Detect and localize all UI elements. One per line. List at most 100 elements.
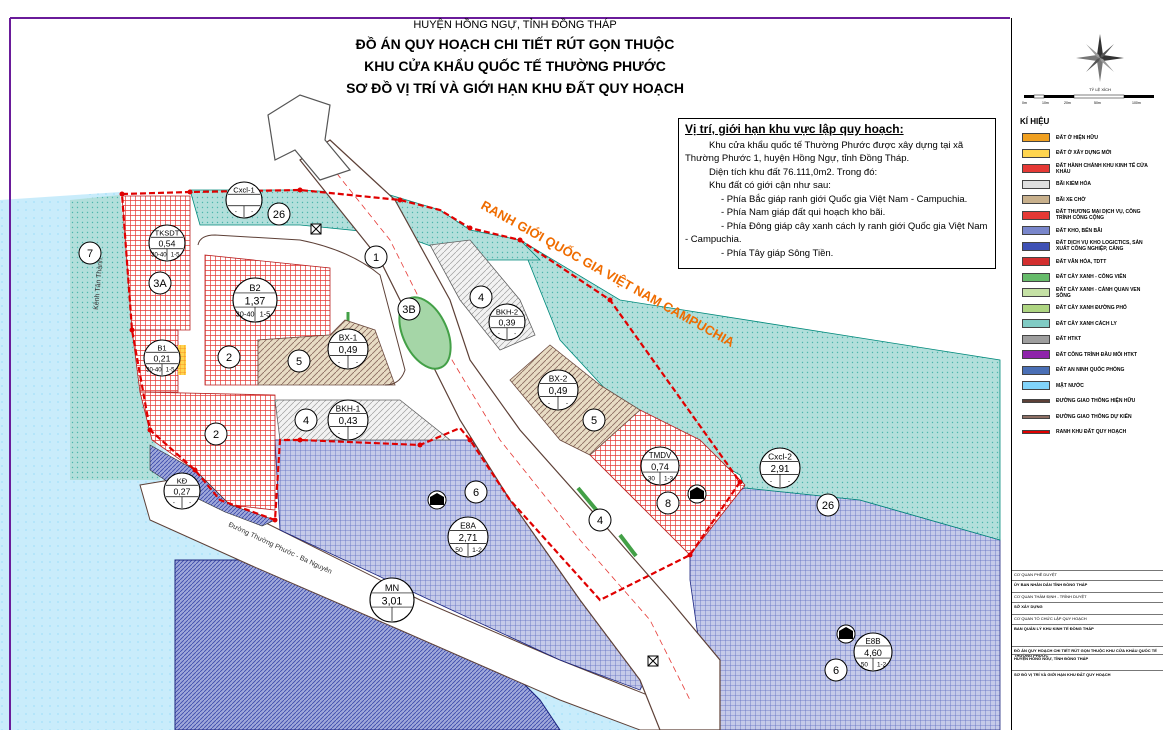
parcel-density: 50	[455, 547, 463, 554]
legend-swatch	[1022, 148, 1050, 158]
title-block-row: BAN QUẢN LÝ KHU KINH TẾ ĐỒNG THÁP	[1012, 624, 1163, 631]
parcel-code: TMDV	[649, 451, 672, 460]
parcel-density: 30-40	[146, 368, 162, 374]
zone-number-label: 5	[287, 349, 311, 373]
parcel-density: -	[548, 400, 550, 407]
title-block-text: BAN QUẢN LÝ KHU KINH TẾ ĐỒNG THÁP	[1014, 626, 1094, 631]
scale-bar	[1024, 94, 1154, 99]
parcel-code: BKH-1	[336, 404, 361, 414]
zone-number: 6	[833, 665, 839, 677]
legend-swatch	[1022, 414, 1050, 419]
legend-item: ĐẤT Ở XÂY DỰNG MỚI	[1022, 147, 1156, 160]
parcel-code: BKH-2	[496, 307, 518, 316]
legend-swatch	[1022, 381, 1050, 390]
legend-item: BÃI KIỂM HÓA	[1022, 178, 1156, 191]
planning-boundary	[120, 188, 742, 602]
zone-number: 4	[478, 292, 484, 304]
legend-swatch	[1022, 272, 1050, 282]
title-block-row: HUYỆN HỒNG NGỰ, TỈNH ĐỒNG THÁP	[1012, 654, 1163, 661]
legend-label: BÃI KIỂM HÓA	[1056, 181, 1091, 187]
legend-swatch	[1022, 241, 1050, 251]
parcel-density: -	[498, 332, 500, 338]
zone-number: 2	[213, 429, 219, 441]
legend-swatch	[1022, 226, 1050, 235]
parcel-kd-area	[149, 444, 276, 527]
zone-number: 26	[273, 209, 285, 221]
legend-swatch	[1022, 195, 1050, 204]
parcel-code: BX-1	[339, 333, 358, 343]
riverside-green-strip	[70, 195, 160, 480]
warehouse-icon	[836, 624, 856, 644]
legend-item: ĐƯỜNG GIAO THÔNG DỰ KIẾN	[1022, 410, 1156, 423]
legend-swatch	[1022, 257, 1050, 266]
info-line: Khu cửa khẩu quốc tế Thường Phước được x…	[685, 139, 964, 165]
info-line: - Phía Tây giáp Sông Tiền.	[721, 247, 834, 259]
parcel-label-kđ: KĐ0,27--	[163, 472, 201, 510]
legend-label: ĐẤT Ở XÂY DỰNG MỚI	[1056, 150, 1112, 156]
legend-item: ĐẤT HÀNH CHÁNH KHU KINH TẾ CỬA KHẨU	[1022, 162, 1156, 175]
zone-number: 4	[303, 415, 309, 427]
parcel-tksdt-area	[121, 195, 191, 331]
legend-item: ĐẤT CÂY XANH ĐƯỜNG PHỐ	[1022, 302, 1156, 315]
parcel-area: 2,71	[459, 533, 478, 544]
parcel-floors: -	[356, 430, 358, 437]
road-centerline	[317, 149, 691, 701]
legend-label: ĐẤT CÂY XANH - CẢNH QUAN VEN SÔNG	[1056, 286, 1141, 299]
zone-number-label: 7	[78, 241, 102, 265]
legend-item: ĐẤT Ở HIỆN HỮU	[1022, 131, 1156, 144]
title-block-row: ỦY BAN NHÂN DÂN TỈNH ĐỒNG THÁP	[1012, 580, 1163, 587]
parcel-label-mn: MN3,01	[369, 577, 415, 623]
legend-label: RANH KHU ĐẤT QUY HOẠCH	[1056, 429, 1127, 435]
boundary-vertices	[119, 187, 743, 558]
parcel-density: -	[338, 430, 340, 437]
legend-label: ĐẤT VĂN HÓA, TDTT	[1056, 258, 1107, 265]
parcel-floors: 1-3	[664, 475, 674, 482]
zone-number: 7	[87, 248, 93, 260]
parcel-area: 1,37	[245, 295, 266, 307]
legend-item: MẶT NƯỚC	[1022, 379, 1156, 392]
zone-number-label: 1	[364, 245, 388, 269]
zone-number-label: 3A	[148, 271, 172, 295]
parcel-area: 0,27	[174, 487, 191, 497]
parcel-code: B1	[157, 343, 166, 352]
legend-swatch	[1022, 288, 1050, 297]
zone-number-label: 4	[588, 508, 612, 532]
parcel-b1-yellow-strip	[178, 345, 186, 375]
parcel-density: 30-40	[236, 310, 255, 319]
zone-number-label: 2	[217, 345, 241, 369]
title-block-text: SƠ ĐỒ VỊ TRÍ VÀ GIỚI HẠN KHU ĐẤT QUY HOẠ…	[1014, 672, 1111, 677]
entry-arrow	[267, 94, 352, 181]
zone-number: 5	[296, 356, 302, 368]
river-area	[0, 192, 640, 730]
parcel-density: -	[235, 210, 237, 216]
legend-swatch	[1022, 319, 1050, 328]
zone-number-label: 4	[294, 408, 318, 432]
zone-number: 3A	[153, 278, 167, 290]
parcel-area: 0,39	[499, 318, 516, 328]
scale-tick: 0m	[1022, 101, 1027, 105]
info-line: - Phía Bắc giáp ranh giới Quốc gia Việt …	[721, 193, 968, 205]
legend-swatch	[1022, 430, 1050, 434]
title-block-text: HUYỆN HỒNG NGỰ, TỈNH ĐỒNG THÁP	[1014, 656, 1089, 661]
zone-number-label: 26	[267, 202, 291, 226]
title-block-text: SỞ XÂY DỰNG	[1014, 604, 1043, 609]
zone-number: 2	[226, 352, 232, 364]
legend-item: ĐẤT AN NINH QUỐC PHÒNG	[1022, 364, 1156, 377]
legend-label: ĐẤT CÔNG TRÌNH ĐẦU MỐI HTKT	[1056, 351, 1138, 358]
parcel-floors: -	[514, 332, 516, 338]
legend-swatch	[1022, 399, 1050, 403]
zone-number: 4	[597, 515, 603, 527]
legend-item: ĐẤT VĂN HÓA, TDTT	[1022, 255, 1156, 268]
legend-swatch	[1022, 303, 1050, 313]
scale-label: TỶ LỆ XÍCH	[1089, 87, 1111, 92]
legend-label: ĐẤT HTKT	[1056, 336, 1081, 342]
parcel-area: 0,74	[651, 462, 669, 472]
parcel-density: -	[770, 478, 772, 485]
legend-swatch	[1022, 133, 1050, 142]
zone-number-label: 5	[582, 408, 606, 432]
legend-label: ĐẤT CÂY XANH - CÔNG VIÊN	[1056, 274, 1127, 280]
zone-number: 26	[822, 500, 834, 512]
parcel-code: Cxcl-2	[768, 452, 792, 462]
